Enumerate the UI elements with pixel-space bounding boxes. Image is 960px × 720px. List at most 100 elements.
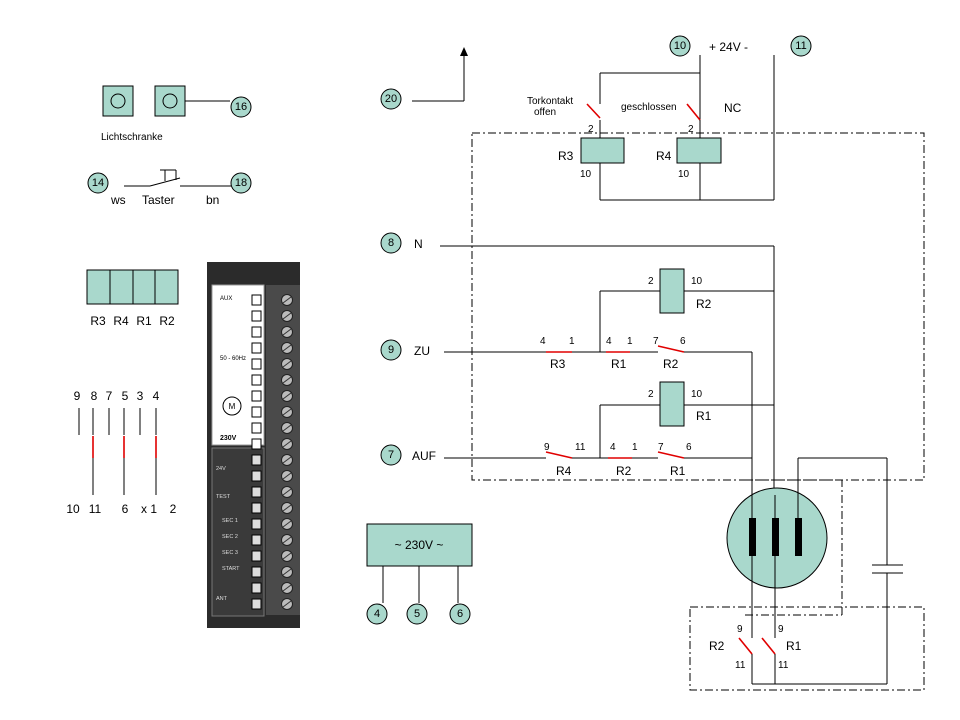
svg-text:9: 9 [388, 344, 394, 356]
svg-text:11: 11 [795, 40, 806, 52]
node-14: 14 [87, 172, 109, 194]
terminal-slot [251, 422, 262, 434]
geschlossen-label: geschlossen [621, 102, 677, 113]
svg-text:6: 6 [680, 336, 686, 347]
n-label: N [414, 237, 423, 251]
svg-text:8: 8 [388, 237, 394, 249]
node-8: 8 [380, 232, 402, 254]
svg-text:7: 7 [658, 442, 664, 453]
zu-label: ZU [414, 344, 430, 358]
node-11: 11 [790, 35, 812, 57]
svg-text:7: 7 [106, 389, 113, 403]
svg-text:10: 10 [674, 40, 686, 52]
bn-label: bn [206, 193, 219, 207]
svg-text:18: 18 [235, 177, 247, 189]
node-20-arrow [412, 47, 468, 102]
terminal-slot [251, 534, 262, 546]
svg-text:8: 8 [91, 389, 98, 403]
start-label: START [222, 566, 240, 572]
terminal-slot [251, 470, 262, 482]
taster-symbol: ws Taster bn [110, 169, 231, 207]
capacitor-symbol [872, 564, 903, 684]
terminal-slot [251, 518, 262, 530]
sec3-label: SEC 3 [222, 550, 238, 556]
svg-text:R2: R2 [709, 639, 725, 653]
svg-text:6: 6 [122, 502, 129, 516]
lichtschranke-label: Lichtschranke [101, 132, 163, 143]
svg-text:6: 6 [457, 608, 463, 620]
svg-text:5: 5 [122, 389, 129, 403]
node-6: 6 [449, 603, 471, 625]
terminal-slot [251, 502, 262, 514]
svg-text:7: 7 [388, 449, 394, 461]
freq-label: 50 - 60Hz [220, 356, 246, 362]
terminal-slot [251, 406, 262, 418]
terminal-slot [251, 582, 262, 594]
relay-block-r3: R3 [90, 314, 106, 328]
node-18: 18 [230, 172, 252, 194]
svg-text:R1: R1 [611, 357, 627, 371]
svg-text:4: 4 [610, 442, 616, 453]
svg-text:2: 2 [648, 276, 654, 287]
terminal-slot [251, 310, 262, 322]
svg-text:10: 10 [66, 502, 80, 516]
taster-label: Taster [142, 193, 175, 207]
svg-text:R4: R4 [556, 464, 572, 478]
lichtschranke-symbol: Lichtschranke [101, 85, 230, 143]
svg-text:9: 9 [544, 442, 550, 453]
svg-text:7: 7 [653, 336, 659, 347]
svg-text:R1: R1 [670, 464, 686, 478]
svg-text:M: M [229, 402, 236, 411]
svg-text:10: 10 [691, 389, 703, 400]
terminal-slot [251, 550, 262, 562]
svg-text:14: 14 [92, 177, 104, 189]
torkontakt-label: Torkontakt [527, 96, 573, 107]
offen-label: offen [534, 107, 556, 118]
supply-24v-label: + 24V - [709, 40, 748, 54]
svg-text:2: 2 [648, 389, 654, 400]
psu-label: ~ 230V ~ [395, 538, 444, 552]
v24-label: 24V [216, 466, 226, 472]
v230-label: 230V [220, 435, 237, 442]
relay-block: R3 R4 R1 R2 [86, 269, 179, 328]
svg-text:R2: R2 [663, 357, 679, 371]
svg-text:R2: R2 [696, 297, 712, 311]
relay-block-r4: R4 [113, 314, 129, 328]
svg-text:1: 1 [569, 336, 575, 347]
relay-pinout: 9 8 7 5 3 4 10 11 6 x 1 2 [66, 389, 176, 516]
aux-label: AUX [220, 296, 232, 302]
svg-text:4: 4 [153, 389, 160, 403]
svg-text:9: 9 [778, 624, 784, 635]
svg-text:9: 9 [737, 624, 743, 635]
svg-text:4: 4 [374, 608, 380, 620]
ant-label: ANT [216, 596, 228, 602]
svg-text:R3: R3 [558, 149, 574, 163]
svg-text:11: 11 [735, 660, 746, 671]
svg-text:R3: R3 [550, 357, 566, 371]
ws-label: ws [110, 193, 126, 207]
node-4: 4 [366, 603, 388, 625]
terminal-slot [251, 390, 262, 402]
relay-r2-coil [659, 268, 685, 314]
svg-text:R1: R1 [786, 639, 802, 653]
svg-text:3: 3 [137, 389, 144, 403]
svg-text:x 1: x 1 [141, 502, 157, 516]
svg-text:11: 11 [89, 502, 102, 516]
svg-text:R4: R4 [656, 149, 672, 163]
terminal-slot [251, 598, 262, 610]
terminal-slot [251, 374, 262, 386]
terminal-slot [251, 486, 262, 498]
svg-text:6: 6 [686, 442, 692, 453]
svg-text:2: 2 [588, 124, 594, 135]
svg-text:R1: R1 [696, 409, 712, 423]
node-9: 9 [380, 339, 402, 361]
svg-text:4: 4 [606, 336, 612, 347]
svg-text:1: 1 [627, 336, 633, 347]
sec1-label: SEC 1 [222, 518, 238, 524]
svg-text:11: 11 [575, 442, 586, 453]
svg-text:2: 2 [688, 124, 694, 135]
svg-text:20: 20 [385, 93, 397, 105]
auf-label: AUF [412, 449, 436, 463]
terminal-slot [251, 342, 262, 354]
